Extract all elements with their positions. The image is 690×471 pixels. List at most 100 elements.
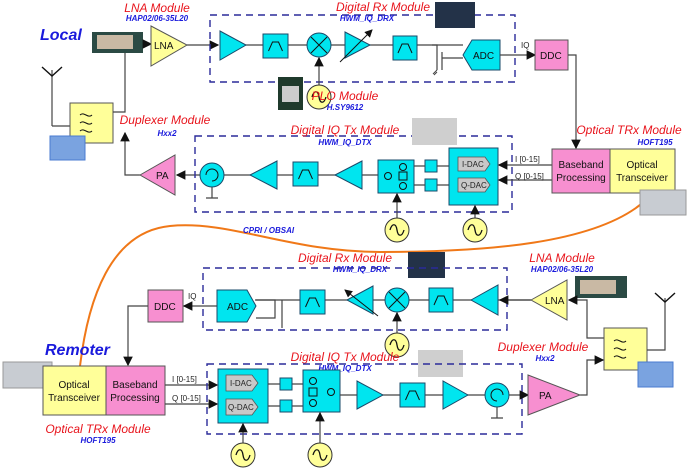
baseband-processing-block [105, 365, 166, 416]
transformer-icon [432, 44, 463, 70]
baseband-processing-block [551, 148, 611, 194]
amplifier-icon [356, 380, 385, 410]
transformer-icon [256, 299, 283, 328]
ddc-block [534, 39, 569, 71]
lna-module-part: HAP02/06-35L20 [126, 14, 189, 23]
circulator-icon [484, 382, 510, 408]
rx-module-title: Digital Rx Module [298, 251, 392, 265]
remote-section: Digital Rx Module HWM_IQ_DRX DDC IQ ADC … [2, 251, 676, 468]
optical-module-part: HOFT195 [637, 138, 673, 147]
adc-block [462, 39, 501, 71]
q-bus-label: Q [0-15] [515, 172, 544, 181]
q-dac [225, 398, 259, 416]
transceiver-label: Transceiver [48, 393, 101, 404]
cpri-fiber-link [79, 197, 649, 367]
amplifier-icon [248, 160, 278, 190]
duplexer-module-title: Duplexer Module [120, 113, 211, 127]
transceiver-label: Transceiver [616, 173, 669, 184]
amplifier-icon [442, 380, 470, 410]
lna-amplifier [150, 25, 189, 67]
antenna-icon [654, 292, 676, 303]
lna-amplifier [529, 279, 568, 321]
baseband-label: Baseband [558, 160, 603, 171]
lowpass-filter-icon [279, 377, 293, 391]
tx-module-title: Digital IQ Tx Module [291, 123, 400, 137]
adc-label: ADC [227, 302, 248, 313]
plo-module-part: H.SY9612 [327, 103, 364, 112]
oscillator-icon [307, 442, 333, 468]
pa-label: PA [539, 391, 552, 402]
optical-module-title: Optical TRx Module [576, 123, 682, 137]
tx-module-box [194, 135, 513, 213]
duplexer-photo [637, 361, 674, 388]
optical-label: Optical [58, 380, 89, 391]
optical-label: Optical [626, 160, 657, 171]
oscillator-icon [230, 442, 256, 468]
amplifier-icon [219, 30, 248, 61]
rx-module-part: HWM_IQ_DRX [340, 14, 395, 23]
optical-transceiver-block [42, 365, 107, 416]
rx-module-box [209, 14, 516, 83]
optical-module-part: HOFT195 [80, 436, 116, 445]
ddc-label: DDC [540, 51, 562, 62]
bandpass-filter-icon [428, 287, 454, 313]
i-dac-label: I-DAC [462, 160, 484, 169]
duplexer-module-title: Duplexer Module [498, 340, 589, 354]
lna-module-title: LNA Module [124, 1, 190, 15]
q-dac-label: Q-DAC [461, 181, 487, 190]
adc-block [216, 289, 257, 323]
link-label: CPRI / OBSAI [243, 226, 295, 235]
i-bus-label: I [0-15] [172, 375, 197, 384]
tx-module-title: Digital IQ Tx Module [291, 350, 400, 364]
oscillator-icon [384, 217, 410, 243]
optical-transceiver-block [609, 148, 676, 194]
dac-block [448, 147, 499, 206]
rx-module-box [202, 267, 508, 331]
q-bus-label: Q [0-15] [172, 394, 201, 403]
i-dac-label: I-DAC [230, 379, 252, 388]
q-dac [457, 177, 491, 193]
tx-photo [412, 118, 457, 145]
bandpass-filter-icon [292, 161, 319, 187]
ddc-label: DDC [154, 302, 176, 313]
lna-module-title: LNA Module [529, 251, 595, 265]
processing-label: Processing [556, 173, 605, 184]
local-section: Local LNA Module HAP02/06-35L20 LNA Digi… [40, 0, 682, 243]
pa-amplifier [527, 374, 582, 416]
baseband-label: Baseband [112, 380, 157, 391]
lna-module-part: HAP02/06-35L20 [531, 265, 594, 274]
bandpass-filter-icon [299, 289, 326, 315]
q-dac-label: Q-DAC [228, 403, 254, 412]
lna-label: LNA [545, 296, 565, 307]
bandpass-filter-icon [399, 382, 426, 408]
antenna-icon [41, 66, 63, 77]
lowpass-filter-icon [424, 178, 438, 192]
i-bus-label: I [0-15] [515, 155, 540, 164]
remoter-label: Remoter [45, 342, 111, 359]
iq-label: IQ [188, 292, 196, 301]
lowpass-filter-icon [424, 159, 438, 173]
duplexer-module-part: Hxx2 [157, 129, 177, 138]
lna-label: LNA [154, 41, 174, 52]
adc-label: ADC [473, 51, 494, 62]
circulator-icon [199, 162, 225, 188]
iq-label: IQ [521, 41, 529, 50]
rx-photo [408, 252, 445, 278]
i-dac [225, 374, 259, 392]
amplifier-icon [469, 284, 499, 316]
oscillator-icon [462, 217, 488, 243]
pa-label: PA [156, 171, 169, 182]
bandpass-filter-icon [262, 33, 289, 59]
bandpass-filter-icon [392, 35, 418, 61]
optical-photo [639, 189, 687, 216]
pa-amplifier [138, 154, 176, 196]
rx-module-part: HWM_IQ_DRX [333, 265, 388, 274]
variable-amplifier-icon [345, 285, 374, 315]
lowpass-filter-icon [279, 399, 293, 413]
i-dac [457, 156, 491, 172]
duplexer-module-part: Hxx2 [535, 354, 555, 363]
amplifier-icon [333, 160, 363, 190]
rx-photo [435, 2, 475, 28]
iq-modulator-block [377, 159, 415, 194]
